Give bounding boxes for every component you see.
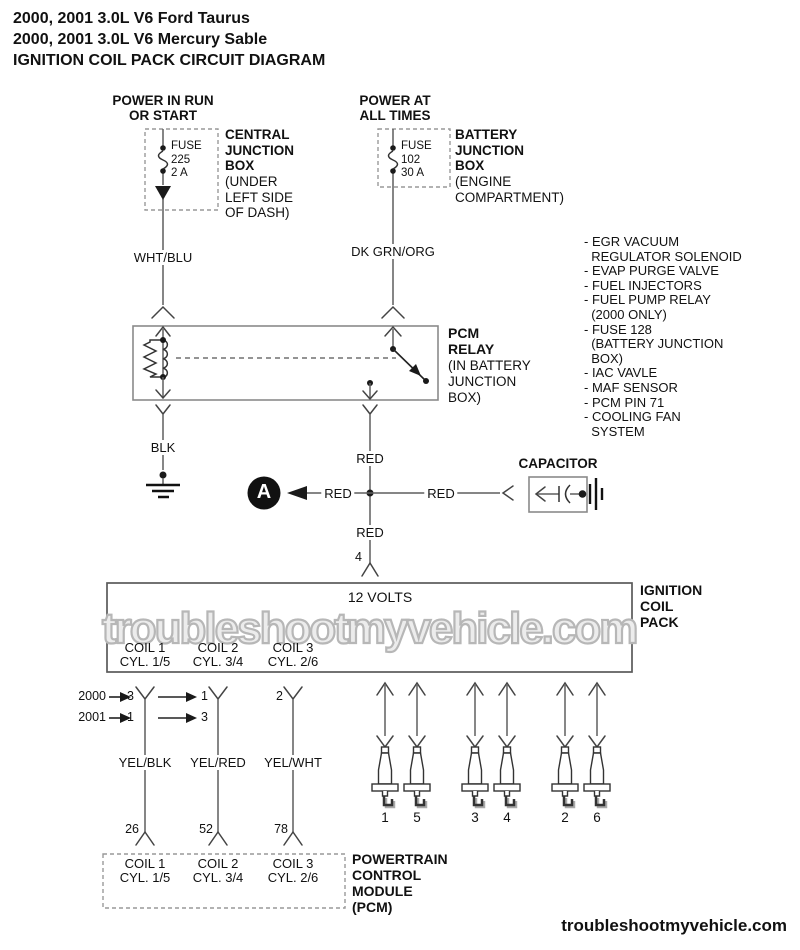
- spark-plug-icons: [371, 746, 611, 809]
- year-2000-label: 2000: [78, 689, 106, 703]
- pcm-pin-26: 26: [125, 822, 139, 836]
- pcm-pin-78: 78: [274, 822, 288, 836]
- coil1-pin-2001: 1: [127, 710, 134, 724]
- circuit-a-item: - EVAP PURGE VALVE: [584, 263, 719, 279]
- pack-coil1-label: COIL 1 CYL. 1/5: [119, 640, 171, 669]
- connector-chevron: [381, 305, 405, 319]
- circuit-a-item: - EGR VACUUM REGULATOR SOLENOID: [584, 234, 742, 264]
- battery-junction-box-location: (ENGINE COMPARTMENT): [455, 174, 564, 205]
- coil2-pin-2001: 3: [201, 710, 208, 724]
- coil3-pin: 2: [276, 689, 283, 703]
- spark-plug-number-6: 6: [593, 810, 601, 825]
- circuit-a-item: - MAF SENSOR: [584, 379, 678, 395]
- right-fuse-label: FUSE 102 30 A: [401, 140, 432, 179]
- spark-plug-icon: [493, 746, 521, 809]
- spark-plug-icon: [403, 746, 431, 809]
- circuit-a-item: - FUEL INJECTORS: [584, 277, 702, 293]
- wire-color-wht-blu: WHT/BLU: [130, 250, 196, 265]
- right-feed-label: POWER AT ALL TIMES: [359, 93, 431, 123]
- site-credit: troubleshootmyvehicle.com: [561, 916, 787, 935]
- pcm-name: POWERTRAIN CONTROL MODULE (PCM): [352, 851, 448, 915]
- spark-plug-wires: [376, 681, 606, 749]
- capacitor-label: CAPACITOR: [518, 456, 598, 471]
- pcm-coil1-label: COIL 1 CYL. 1/5: [119, 856, 171, 885]
- spark-plug-number-3: 3: [471, 810, 479, 825]
- capacitor-ground-icon: [588, 478, 604, 510]
- left-fuse-label: FUSE 225 2 A: [171, 140, 202, 179]
- wire-color-yel-wht: YEL/WHT: [261, 755, 325, 770]
- spark-plug-icon: [551, 746, 579, 809]
- spark-plug-icon: [371, 746, 399, 809]
- wire-color-blk: BLK: [147, 440, 179, 455]
- central-junction-box-outline: [144, 128, 219, 211]
- circuit-a-item: - FUEL PUMP RELAY (2000 ONLY): [584, 292, 711, 322]
- spark-plug-icon: [583, 746, 611, 809]
- year-2001-label: 2001: [78, 710, 106, 724]
- year-2000-arrows: [109, 692, 197, 702]
- fuse-icon: [387, 145, 399, 174]
- fuse-icon: [157, 145, 169, 174]
- connector-chevron: [151, 305, 175, 319]
- pcm-box-outline: [102, 853, 346, 909]
- wire-color-red-bottom: RED: [353, 525, 387, 540]
- title-line-1: 2000, 2001 3.0L V6 Ford Taurus: [13, 10, 250, 27]
- central-junction-box-name: CENTRAL JUNCTION BOX: [225, 127, 295, 174]
- wire-color-red-top: RED: [353, 451, 387, 466]
- connector-chevron: [501, 485, 514, 501]
- pack-coil2-label: COIL 2 CYL. 3/4: [192, 640, 244, 669]
- wire-color-red-right: RED: [424, 486, 458, 501]
- circuit-a-arrow-badge: A: [256, 481, 272, 504]
- coil-pack-supply-label: 12 VOLTS: [347, 589, 413, 605]
- wire-color-yel-red: YEL/RED: [187, 755, 249, 770]
- spark-plug-number-5: 5: [413, 810, 421, 825]
- pcm-coil2-label: COIL 2 CYL. 3/4: [192, 856, 244, 885]
- circuit-a-list: - EGR VACUUM REGULATOR SOLENOID- EVAP PU…: [584, 234, 742, 439]
- relay-switch-symbol: [362, 325, 429, 401]
- left-feed-label: POWER IN RUN OR START: [112, 93, 214, 123]
- circuit-a-badge: A: [554, 236, 570, 259]
- right-feed-wire: [381, 129, 405, 319]
- ignition-coil-pack-outline: [106, 582, 633, 673]
- spark-plug-number-4: 4: [503, 810, 511, 825]
- title-line-3: IGNITION COIL PACK CIRCUIT DIAGRAM: [13, 52, 326, 69]
- ground-icon: [146, 471, 180, 499]
- coil2-pin-2000: 1: [201, 689, 208, 703]
- coil1-pin-2000: 3: [127, 689, 134, 703]
- year-2001-arrows: [109, 713, 197, 723]
- arrow-to-a-icon: [287, 486, 307, 500]
- wire-color-dk-grn-org: DK GRN/ORG: [348, 244, 438, 259]
- pack-coil3-label: COIL 3 CYL. 2/6: [267, 640, 319, 669]
- pcm-coil3-label: COIL 3 CYL. 2/6: [267, 856, 319, 885]
- battery-junction-box-outline: [377, 128, 451, 188]
- circuit-a-item: - COOLING FAN SYSTEM: [584, 409, 681, 439]
- ignition-coil-pack-name: IGNITION COIL PACK: [640, 582, 703, 630]
- wire-color-yel-blk: YEL/BLK: [115, 755, 175, 770]
- circuit-a-item: - IAC VAVLE: [584, 365, 658, 381]
- spark-plug-number-1: 1: [381, 810, 389, 825]
- pcm-relay-location: (IN BATTERY JUNCTION BOX): [448, 358, 531, 405]
- title-line-2: 2000, 2001 3.0L V6 Mercury Sable: [13, 31, 268, 48]
- pcm-pin-52: 52: [199, 822, 213, 836]
- coil-pack-pin-4: 4: [355, 550, 362, 564]
- spark-plug-number-2: 2: [561, 810, 569, 825]
- circuit-a-item: - PCM PIN 71: [584, 394, 665, 410]
- capacitor-outline: [528, 476, 588, 513]
- wire-color-red-left: RED: [321, 486, 355, 501]
- battery-junction-box-name: BATTERY JUNCTION BOX: [455, 127, 525, 174]
- relay-coil-symbol: [142, 325, 171, 400]
- pcm-relay-name: PCM RELAY: [448, 325, 495, 357]
- central-junction-box-location: (UNDER LEFT SIDE OF DASH): [225, 174, 294, 221]
- diode-icon: [155, 186, 171, 200]
- pcm-relay-outline: [132, 325, 439, 401]
- capacitor-symbol: [534, 478, 604, 510]
- circuit-a-item: - FUSE 128 (BATTERY JUNCTION BOX): [584, 321, 724, 366]
- spark-plug-icon: [461, 746, 489, 809]
- red-power-wire: [247, 404, 514, 577]
- circuit-a-badge-circle: [247, 476, 281, 510]
